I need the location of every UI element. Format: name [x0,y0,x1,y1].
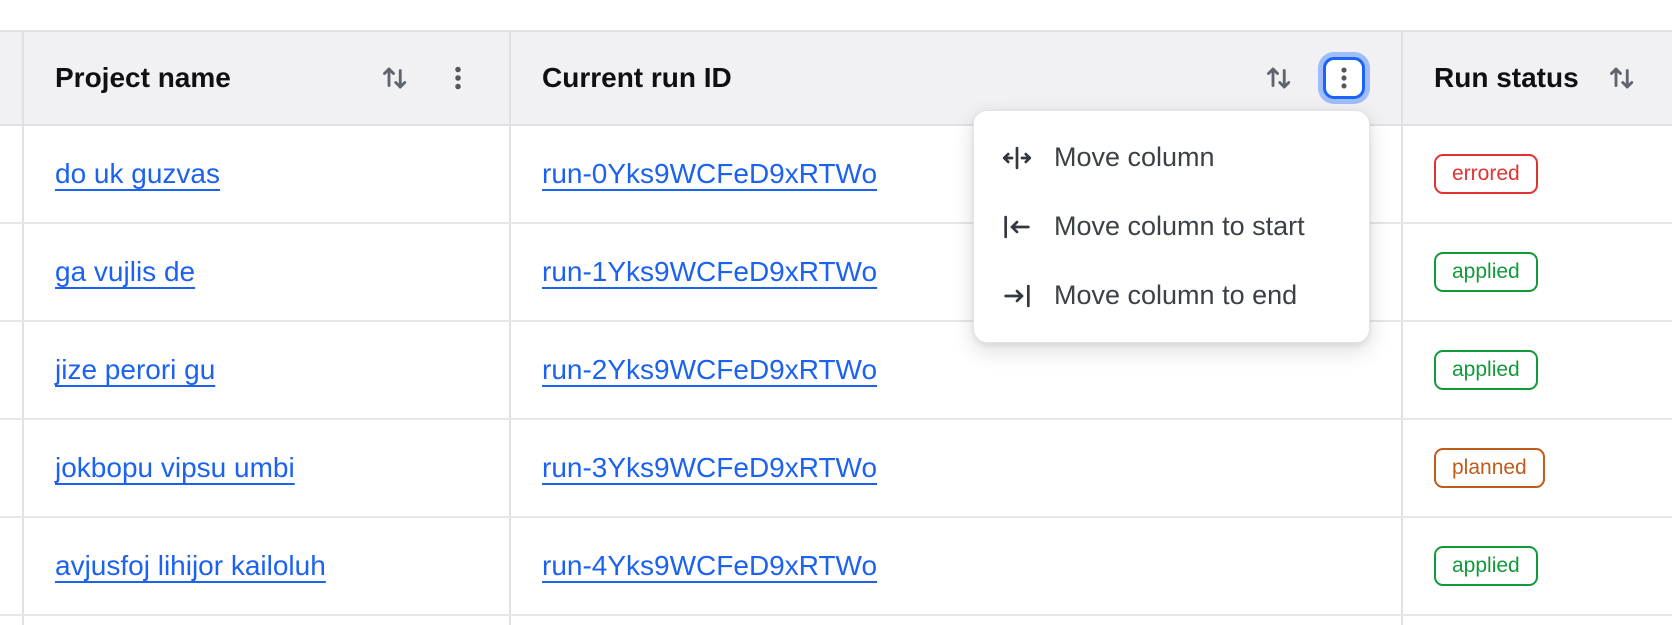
menu-item-label: Move column [1054,142,1215,172]
header-cell-run-status: Run status [1403,32,1672,124]
sort-button[interactable] [373,56,417,100]
run-id-link[interactable]: run-1Yks9WCFeD9xRTWo [542,256,878,287]
status-badge: applied [1434,545,1538,587]
status-badge: errored [1434,153,1538,195]
header-cell-current-run-id: Current run ID [511,32,1403,124]
menu-item-label: Move column to start [1054,211,1305,241]
kebab-menu-icon [455,66,461,90]
column-header-label: Current run ID [542,62,732,93]
column-options-menu: Move column Move column to start Move co… [973,110,1370,343]
status-badge: applied [1434,251,1538,293]
menu-item-move-column-to-end[interactable]: Move column to end [974,261,1369,330]
table-header-row: Project name [0,32,1672,126]
move-column-to-end-icon [1004,284,1030,307]
run-id-link[interactable]: run-4Yks9WCFeD9xRTWo [542,550,878,581]
status-badge: applied [1434,349,1538,391]
sort-button[interactable] [1257,56,1301,100]
project-link[interactable]: do uk guzvas [55,158,220,189]
runs-table: Project name [0,30,1672,625]
header-cell-project-name: Project name [24,32,511,124]
run-id-link[interactable]: run-2Yks9WCFeD9xRTWo [542,354,878,385]
sort-arrows-icon [1267,67,1291,89]
table-row: do uk guzvas run-0Yks9WCFeD9xRTWo errore… [0,126,1672,224]
table-row: jokbopu vipsu umbi run-3Yks9WCFeD9xRTWo … [0,420,1672,518]
page-background: Project name [0,30,1672,625]
sort-arrows-icon [383,67,407,89]
table-row-partial [0,616,1672,625]
menu-item-label: Move column to end [1054,280,1298,310]
column-header-label: Project name [55,62,231,93]
column-header-label: Run status [1434,62,1579,93]
sort-arrows-icon [1610,67,1634,89]
move-column-icon [1002,146,1032,169]
run-id-link[interactable]: run-3Yks9WCFeD9xRTWo [542,452,878,483]
column-options-button-focused[interactable] [1323,57,1365,99]
table-row: jize perori gu run-2Yks9WCFeD9xRTWo appl… [0,322,1672,420]
status-badge: planned [1434,447,1545,489]
table-row: ga vujlis de run-1Yks9WCFeD9xRTWo applie… [0,224,1672,322]
menu-item-move-column[interactable]: Move column [974,123,1369,192]
menu-item-move-column-to-start[interactable]: Move column to start [974,192,1369,261]
project-link[interactable]: jokbopu vipsu umbi [55,452,295,483]
project-link[interactable]: avjusfoj lihijor kailoluh [55,550,326,581]
kebab-menu-icon [1341,67,1347,89]
table-row: avjusfoj lihijor kailoluh run-4Yks9WCFeD… [0,518,1672,616]
project-link[interactable]: jize perori gu [55,354,216,385]
project-link[interactable]: ga vujlis de [55,256,196,287]
header-cell-sliver [0,32,24,124]
sort-button[interactable] [1600,56,1644,100]
column-options-button[interactable] [439,59,509,97]
run-id-link[interactable]: run-0Yks9WCFeD9xRTWo [542,158,878,189]
move-column-to-start-icon [1004,215,1030,238]
